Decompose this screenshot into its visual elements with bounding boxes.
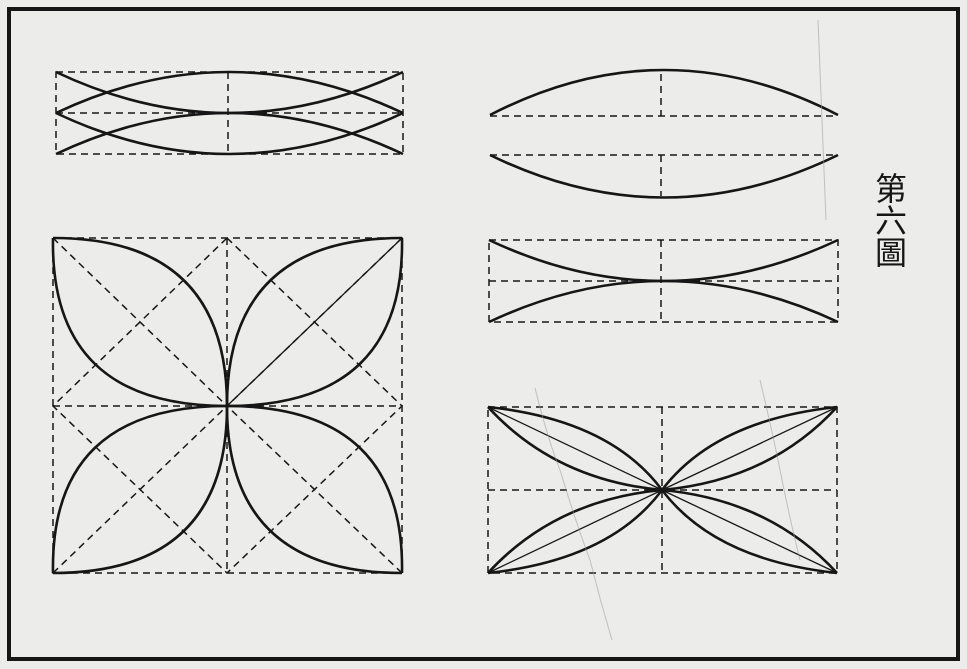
panel-four-petal-curves — [51, 236, 404, 575]
panel-double-lens — [55, 70, 404, 156]
panel-split-lens-guides — [490, 74, 838, 196]
panel-four-leaf-curves — [487, 405, 838, 575]
panel-concave-strip — [488, 238, 839, 324]
panel-four-petal — [51, 236, 404, 575]
outer-frame — [7, 7, 960, 661]
panel-four-leaf — [487, 405, 838, 575]
figure-caption: 第六圖 — [870, 172, 908, 268]
panel-split-lens — [489, 68, 839, 199]
paper-crease-marks — [534, 19, 827, 641]
panel-split-lens-curves — [489, 68, 839, 199]
panel-double-lens-curves — [55, 70, 404, 156]
panel-four-leaf-veins — [489, 407, 836, 573]
panel-concave-strip-curves — [488, 238, 839, 324]
panel-four-petal-veins — [227, 238, 402, 406]
